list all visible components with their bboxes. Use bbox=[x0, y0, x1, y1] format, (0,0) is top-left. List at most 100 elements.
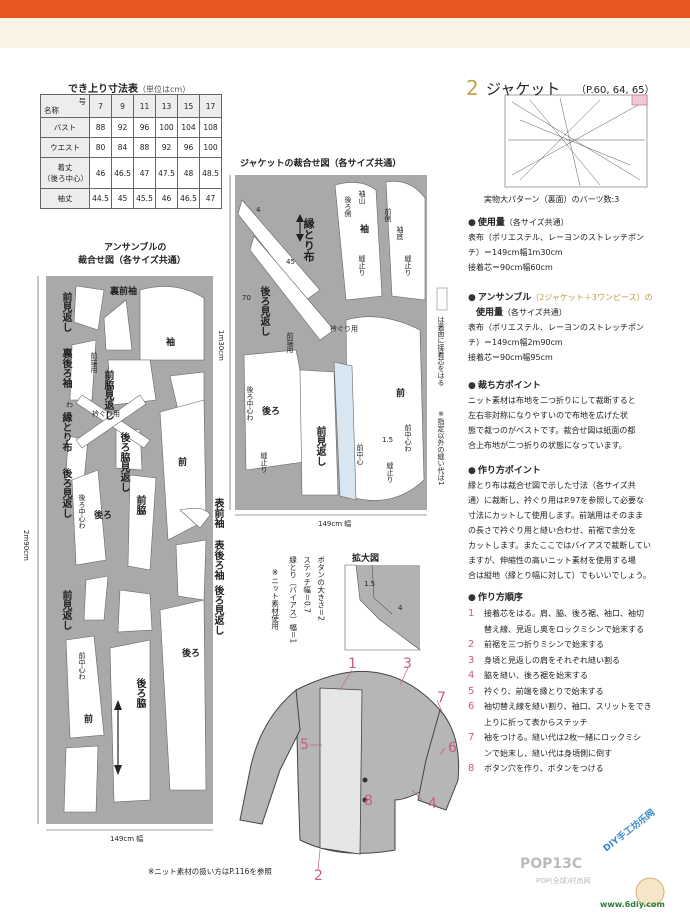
watermark-logo: POP13C bbox=[520, 856, 583, 872]
label-erigurii-yo-left: 衿ぐり用 bbox=[92, 410, 120, 418]
step-text: 衿ぐり、前端を縁とりで始末する bbox=[484, 686, 604, 696]
step-number: 2 bbox=[468, 639, 475, 650]
label-ushiro-center: 後ろ bbox=[262, 407, 281, 417]
ensemble-title-2: 裁合せ図（各サイズ共通） bbox=[78, 256, 186, 266]
step-number: 6 bbox=[468, 701, 475, 712]
label-ura-ushiro-sode: 裏後ろ袖 bbox=[60, 348, 71, 388]
materials-line: 接着芯＝90cm幅60cm bbox=[468, 263, 553, 272]
callout-2: 2 bbox=[314, 868, 323, 884]
making-line: 合は縦地（縁とり幅に対して）でもいいでしょう。 bbox=[468, 571, 651, 580]
label-ushiro-mikaeshi: 後ろ見返し bbox=[60, 468, 71, 518]
materials-line: 表布（ポリエステル、レーヨンのストレッチポン bbox=[468, 233, 644, 242]
making-line: の長さで衿ぐり用と縫い合わせ、前裾で余分を bbox=[468, 526, 636, 535]
watermark-sub: POP(全球)时尚网 bbox=[536, 877, 591, 885]
label-erigurii-yo-center: 衿ぐり用 bbox=[330, 325, 358, 333]
top-band bbox=[0, 18, 690, 48]
enlarge-title: 拡大図 bbox=[352, 554, 380, 564]
label-sode-center: 袖 bbox=[360, 225, 370, 235]
ensemble-title-1: アンサンブルの bbox=[104, 243, 167, 253]
label-n4: 4 bbox=[256, 206, 261, 214]
cutting-lines: ニット素材は布地を二つ折りにして裁断すると 左右非対称になりやすいので布地を広げ… bbox=[468, 393, 636, 453]
step-text: 身頃と見返しの肩をそれぞれ縫い割る bbox=[484, 655, 620, 665]
label-n70: 70 bbox=[242, 294, 251, 302]
making-line: 通）に裁断し、衿ぐり用はP.97を参照して必要な bbox=[468, 496, 645, 505]
materials-lines: 表布（ポリエステル、レーヨンのストレッチポン チ）＝149cm幅1m30cm 接… bbox=[468, 230, 644, 275]
step-number: 4 bbox=[468, 670, 475, 681]
top-color-bar bbox=[0, 0, 690, 18]
making-head-text: 作り方ポイント bbox=[477, 466, 541, 476]
making-line: 縁とり布は裁合せ図で示した寸法（各サイズ共 bbox=[468, 481, 636, 490]
cutting-head-text: 裁ち方ポイント bbox=[477, 381, 541, 391]
ensemble-line: チ）＝149cm幅2m90cm bbox=[468, 338, 563, 347]
label-mae-mikaeshi-center: 前見返し bbox=[314, 426, 325, 466]
callout-6: 6 bbox=[448, 740, 457, 756]
cutting-line: 態で裁つのがベストです。裁合せ図は紙面の都 bbox=[468, 426, 636, 435]
label-wa: わ bbox=[66, 401, 73, 409]
label-ushiro-waki-mikaeshi: 後ろ脇見返し bbox=[118, 432, 129, 492]
label-ushiro-mikaeshi-2: 後ろ見返し bbox=[212, 585, 223, 635]
corner-bottom: 名称 bbox=[44, 106, 59, 115]
jacket-illustration bbox=[239, 670, 460, 855]
label-mae-chushin-wa: 前中心わ bbox=[78, 652, 87, 680]
size-table-corner: 号 名称 bbox=[40, 94, 90, 118]
making-lines: 縁とり布は裁合せ図で示した寸法（各サイズ共 通）に裁断し、衿ぐり用はP.97を参… bbox=[468, 478, 651, 583]
jacket-width-label: 149cm 幅 bbox=[318, 520, 352, 528]
ensemble-note2: （各サイズ共通） bbox=[503, 308, 567, 317]
cutting-line: 合上布地が二つ折りの状態になっています。 bbox=[468, 441, 627, 450]
step-text: 袖切替え線を縫い割り、袖口、スリットをでき bbox=[484, 702, 652, 711]
cutting-line: ニット素材は布地を二つ折りにして裁断すると bbox=[468, 396, 636, 405]
step-text: ボタン穴を作り、ボタンをつける bbox=[484, 764, 604, 773]
label-fuchitori-left: 縁とり布 bbox=[60, 412, 71, 452]
label-n15: 1.5 bbox=[382, 436, 394, 444]
materials-head-text: 使用量 bbox=[477, 218, 505, 228]
label-mae-mikaeshi-1: 前見返し bbox=[60, 292, 71, 332]
materials-heading: ●使用量（各サイズ共通） bbox=[468, 218, 569, 228]
step-number: 5 bbox=[468, 685, 475, 697]
callout-3: 3 bbox=[403, 656, 412, 672]
label-ushirogawa: 後ろ側 bbox=[344, 196, 353, 217]
label-n45: 45 bbox=[286, 258, 295, 266]
label-nuidomari-1: 縫止り bbox=[358, 255, 367, 276]
interfacing-swatch bbox=[436, 287, 448, 311]
step-text-cont: ンで始末し、縫い代は身頃側に倒す bbox=[484, 748, 612, 758]
materials-note: （各サイズ共通） bbox=[504, 218, 569, 227]
size-table-title: でき上り寸法表（単位はcm） bbox=[68, 80, 190, 95]
order-head-text: 作り方順序 bbox=[477, 593, 523, 603]
ensemble-heading-2: 使用量（各サイズ共通） bbox=[476, 305, 567, 318]
interfacing-piece bbox=[333, 361, 357, 501]
step-text-cont: 替え線、見返し奥をロックミシンで始末する bbox=[484, 624, 644, 634]
making-line: カットします。またここではバイアスで裁断してい bbox=[468, 541, 651, 550]
size-table-title-text: でき上り寸法表 bbox=[68, 84, 138, 95]
making-line: ますが、伸縮性の高いニット素材を使用する場 bbox=[468, 556, 636, 565]
jacket-length-label: 1m30cm bbox=[217, 330, 226, 361]
callout-7: 7 bbox=[437, 690, 446, 706]
label-nuidomari-4: 縫止り bbox=[386, 462, 395, 483]
making-line: 寸法にカットして使用します。前端用はそのまま bbox=[468, 511, 643, 520]
label-mae-hashi-yo: 前端用 bbox=[90, 352, 99, 373]
jacket-title: ジャケット bbox=[486, 80, 561, 98]
jacket-number: 2 bbox=[466, 76, 479, 100]
label-ura-mae-sode: 裏前袖 bbox=[110, 287, 138, 297]
size-header-cell: 17 bbox=[199, 94, 222, 118]
note-stitch: ステッチ幅＝0.7 bbox=[302, 556, 312, 613]
footnote: ※ニット素材の扱い方はP.116を参照 bbox=[148, 867, 272, 876]
label-ushiro-1: 後ろ bbox=[94, 511, 113, 521]
step-text: 前裾を三つ折りミシンで始末する bbox=[484, 640, 604, 649]
size-row-label: 袖丈 bbox=[40, 188, 90, 209]
ensemble-lines: 表布（ポリエステル、レーヨンのストレッチポン チ）＝149cm幅2m90cm 接… bbox=[468, 320, 644, 365]
size-cell: 100 bbox=[199, 137, 222, 158]
ensemble-head-text: アンサンブル bbox=[477, 293, 532, 303]
ensemble-line: 表布（ポリエステル、レーヨンのストレッチポン bbox=[468, 323, 644, 332]
jacket-pages: （P.60, 64, 65） bbox=[576, 85, 655, 96]
label-ushiro-chushin-wa: 後ろ中心わ bbox=[78, 494, 87, 529]
label-mae-mikaeshi-2: 前見返し bbox=[60, 590, 71, 630]
size-table-unit: （単位はcm） bbox=[138, 85, 191, 94]
